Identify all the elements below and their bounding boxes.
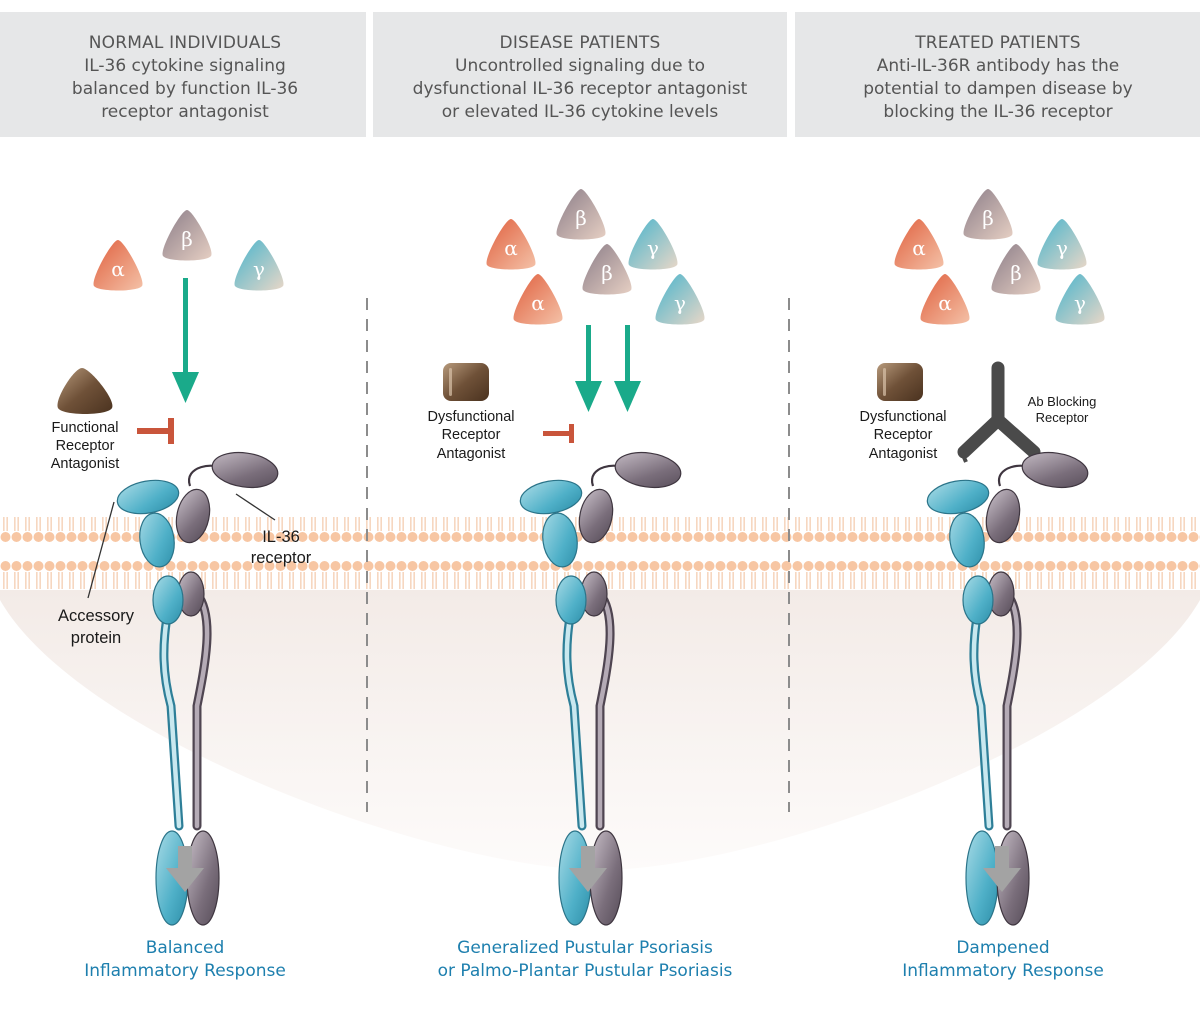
disease-subtitle-2: dysfunctional IL-36 receptor antagonist [413,79,748,99]
dysfunctional-antagonist-treated [877,363,923,401]
normal-outcome-2: Inflammatory Response [84,961,286,981]
normal-subtitle-3: receptor antagonist [101,102,269,122]
functional-antagonist [57,368,113,414]
cytokine-gamma-label: γ [674,291,686,315]
accessory-pointer [87,501,115,599]
receptor-label-2: receptor [251,549,312,567]
treated-subtitle-3: blocking the IL-36 receptor [883,102,1112,122]
treated-antagonist-label-2: Receptor [874,427,933,443]
cytokine-beta-label: β [1010,261,1022,285]
cytokine-alpha-label: α [111,257,125,281]
cytokine-beta-label: β [575,206,587,230]
blocking-antibody [957,361,1041,463]
accessory-label-1: Accessory [58,607,135,625]
disease-subtitle-3: or elevated IL-36 cytokine levels [442,102,719,122]
signal-arrow-disease-1 [575,325,602,412]
dysfunctional-antagonist-label-3: Antagonist [437,446,506,462]
disease-outcome-1: Generalized Pustular Psoriasis [457,938,713,958]
panel-header-normal [0,12,366,137]
dysfunctional-antagonist-label-1: Dysfunctional [427,409,514,425]
receptor-label-1: IL-36 [262,528,300,546]
cytokine-beta-label: β [601,261,613,285]
antibody-label-1: Ab Blocking [1028,394,1097,409]
treated-antagonist-label-3: Antagonist [869,446,938,462]
functional-antagonist-label-3: Antagonist [51,456,120,472]
inhibit-mark-disease [543,424,574,443]
normal-outcome-1: Balanced [146,938,225,958]
disease-subtitle-1: Uncontrolled signaling due to [455,56,705,76]
signal-arrow-normal [172,278,199,403]
receptor-pointer [235,493,276,521]
panel-header-treated [795,12,1200,137]
treated-outcome-2: Inflammatory Response [902,961,1104,981]
antibody-label-2: Receptor [1036,410,1089,425]
treated-antagonist-label-1: Dysfunctional [859,409,946,425]
disease-title: DISEASE PATIENTS [500,33,661,53]
signal-arrow-disease-2 [614,325,641,412]
disease-outcome-2: or Palmo-Plantar Pustular Psoriasis [438,961,733,981]
treated-subtitle-1: Anti-IL-36R antibody has the [877,56,1119,76]
cytokine-alpha-label: α [912,236,926,260]
dysfunctional-antagonist-disease [443,363,489,401]
cytokine-alpha-label: α [531,291,545,315]
normal-title: NORMAL INDIVIDUALS [89,33,282,53]
cytokine-gamma-label: γ [1056,236,1068,260]
cytokine-gamma-label: γ [253,257,265,281]
cytokine-beta-label: β [982,206,994,230]
cytokine-gamma-label: γ [1074,291,1086,315]
accessory-label-2: protein [71,629,121,647]
inhibit-mark-normal [137,418,174,444]
cytokine-alpha-label: α [504,236,518,260]
treated-subtitle-2: potential to dampen disease by [863,79,1133,99]
cytokine-beta-label: β [181,227,193,251]
cytokine-alpha-label: α [938,291,952,315]
treated-outcome-1: Dampened [956,938,1049,958]
normal-subtitle-2: balanced by function IL-36 [72,79,298,99]
treated-title: TREATED PATIENTS [914,33,1081,53]
dysfunctional-antagonist-label-2: Receptor [442,427,501,443]
panel-header-disease [373,12,787,137]
normal-subtitle-1: IL-36 cytokine signaling [84,56,286,76]
functional-antagonist-label-2: Receptor [56,438,115,454]
cytokine-gamma-label: γ [647,236,659,260]
functional-antagonist-label-1: Functional [52,420,119,436]
